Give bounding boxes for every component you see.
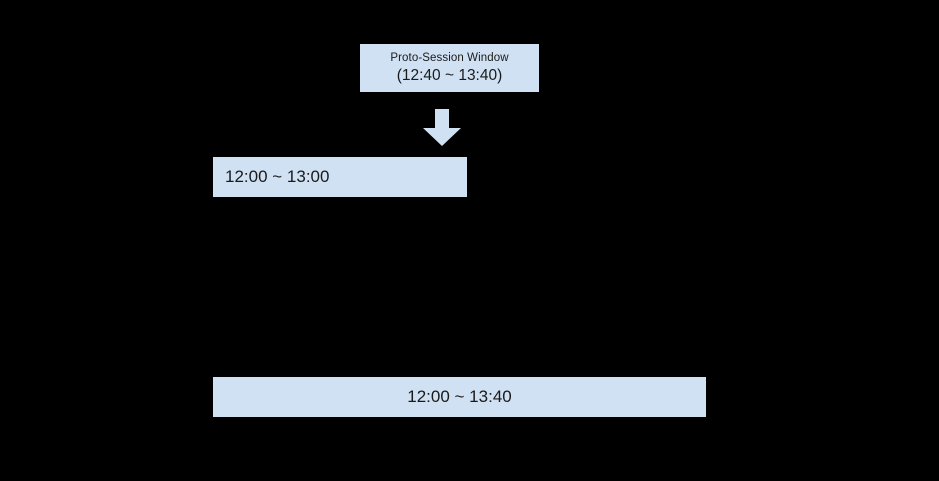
aligned-hour-window-range: 12:00 ~ 13:00 (225, 167, 330, 186)
arrow-down-icon (423, 109, 461, 146)
proto-session-window-title: Proto-Session Window (390, 51, 509, 64)
merged-session-window-box[interactable]: 12:00 ~ 13:40 (213, 377, 706, 417)
aligned-hour-window-box[interactable]: 12:00 ~ 13:00 (213, 157, 467, 197)
merged-session-window-range: 12:00 ~ 13:40 (407, 387, 512, 406)
proto-session-window-range: (12:40 ~ 13:40) (396, 66, 503, 84)
proto-session-window-box[interactable]: Proto-Session Window (12:40 ~ 13:40) (360, 44, 539, 92)
